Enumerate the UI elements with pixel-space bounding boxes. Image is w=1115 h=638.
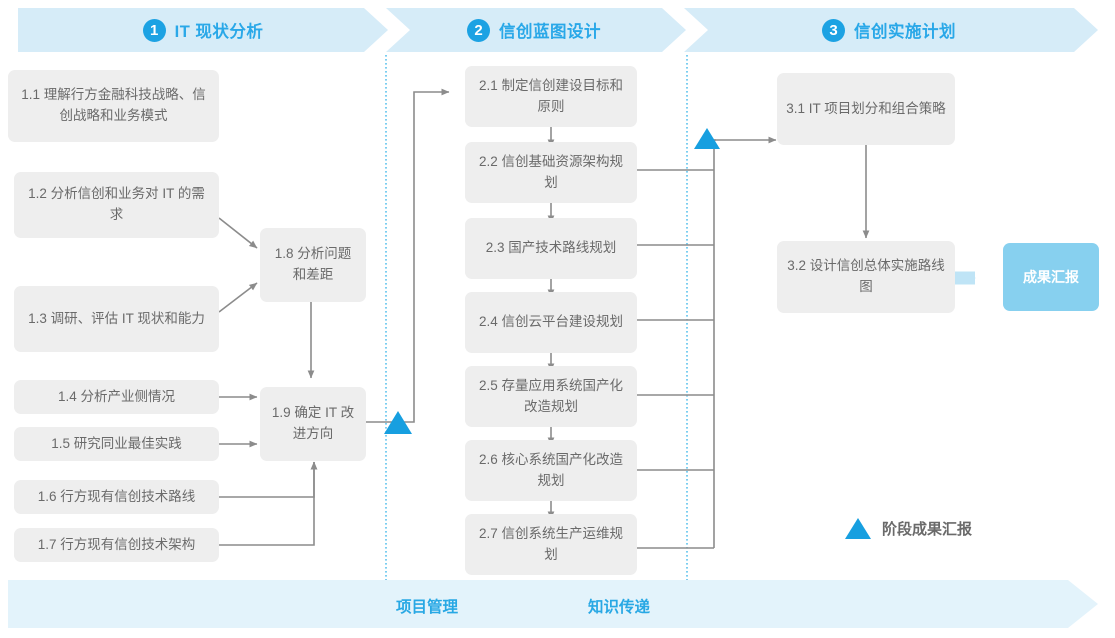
task-box-1-7[interactable]: 1.7 行方现有信创技术架构: [14, 528, 219, 562]
task-box-1-1[interactable]: 1.1 理解行方金融科技战略、信创战略和业务模式: [8, 70, 219, 142]
phase-title-3: 信创实施计划: [854, 23, 956, 41]
phase-header-3: 3 信创实施计划: [684, 8, 1098, 52]
task-box-2-4[interactable]: 2.4 信创云平台建设规划: [465, 292, 637, 353]
bottom-band-label-2: 知识传递: [588, 599, 651, 616]
phase-number-badge-3: 3: [822, 19, 845, 42]
phase-number-badge-1: 1: [143, 19, 166, 42]
phase-number-badge-2: 2: [467, 19, 490, 42]
task-box-1-2[interactable]: 1.2 分析信创和业务对 IT 的需求: [14, 172, 219, 238]
task-box-2-5[interactable]: 2.5 存量应用系统国产化改造规划: [465, 366, 637, 427]
phase-header-2-inner: 2 信创蓝图设计: [467, 18, 601, 42]
edge-1-6-to-1-9: [219, 461, 318, 498]
legend-label: 阶段成果汇报: [882, 521, 973, 538]
task-box-1-5[interactable]: 1.5 研究同业最佳实践: [14, 427, 219, 461]
bottom-band-label-1: 项目管理: [396, 599, 459, 616]
milestone-triangle-icon-phase1: [384, 411, 412, 434]
edge-1-7-to-1-9: [219, 461, 318, 546]
task-box-2-7[interactable]: 2.7 信创系统生产运维规划: [465, 514, 637, 575]
outcome-box[interactable]: 成果汇报: [1003, 243, 1099, 311]
edge-1-9-to-2-1: [366, 88, 450, 423]
task-box-3-1[interactable]: 3.1 IT 项目划分和组合策略: [777, 73, 955, 145]
edge-1-3-to-1-8: [218, 282, 258, 313]
edge-1-2-to-1-8: [218, 217, 258, 249]
task-box-1-4[interactable]: 1.4 分析产业侧情况: [14, 380, 219, 414]
task-box-3-2[interactable]: 3.2 设计信创总体实施路线图: [777, 241, 955, 313]
phase-title-2: 信创蓝图设计: [499, 23, 601, 41]
task-box-2-2[interactable]: 2.2 信创基础资源架构规划: [465, 142, 637, 203]
task-box-2-3[interactable]: 2.3 国产技术路线规划: [465, 218, 637, 279]
task-box-1-8[interactable]: 1.8 分析问题和差距: [260, 228, 366, 302]
task-box-2-6[interactable]: 2.6 核心系统国产化改造规划: [465, 440, 637, 501]
milestone-triangle-icon-phase2: [694, 128, 720, 149]
legend: 阶段成果汇报: [845, 518, 972, 539]
task-box-1-6[interactable]: 1.6 行方现有信创技术路线: [14, 480, 219, 514]
task-box-1-3[interactable]: 1.3 调研、评估 IT 现状和能力: [14, 286, 219, 352]
bottom-band: [8, 580, 1098, 628]
phase-header-1: 1 IT 现状分析: [18, 8, 388, 52]
phase-header-1-inner: 1 IT 现状分析: [143, 18, 264, 42]
milestone-triangle-icon: [845, 518, 871, 539]
phase-header-2: 2 信创蓝图设计: [386, 8, 686, 52]
phase-header-3-inner: 3 信创实施计划: [822, 18, 956, 42]
edge-bus-to-3-1: [713, 139, 716, 548]
phase-title-1: IT 现状分析: [174, 23, 264, 41]
task-box-2-1[interactable]: 2.1 制定信创建设目标和原则: [465, 66, 637, 127]
task-box-1-9[interactable]: 1.9 确定 IT 改进方向: [260, 387, 366, 461]
